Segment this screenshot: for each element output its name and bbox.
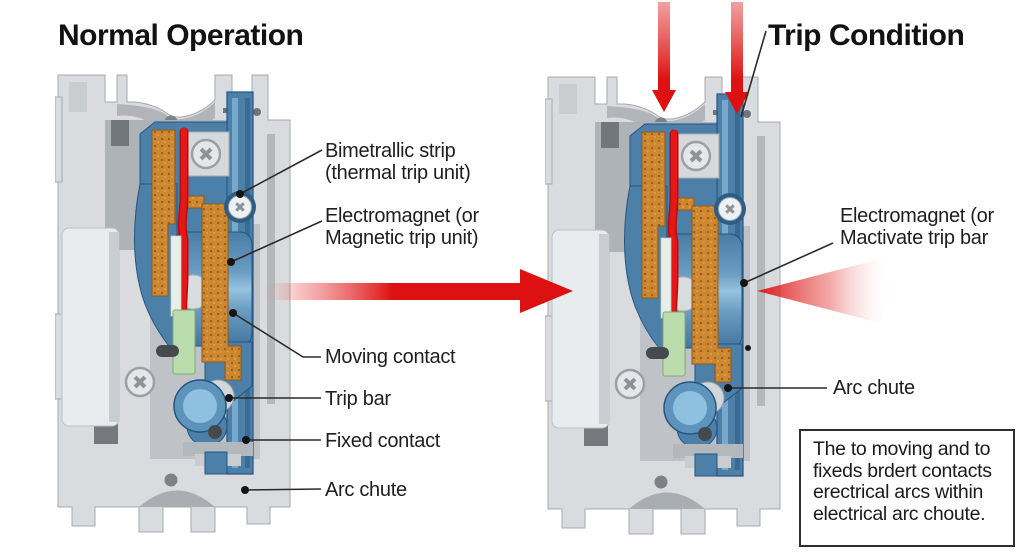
overload-arrow-right <box>725 2 749 114</box>
label-line: Electromagnet (or <box>325 205 479 227</box>
leader-dot-electromagnet <box>227 258 235 266</box>
left-panel-title: Normal Operation <box>58 19 304 52</box>
leader-dot-moving-contact <box>229 309 237 317</box>
label-moving-contact: Moving contact <box>325 346 456 368</box>
leader-electromagnet-right <box>743 242 834 284</box>
label-electromagnet: Electromagnet (or Magnetic trip unit) <box>325 205 479 249</box>
right-panel-title: Trip Condition <box>768 19 965 52</box>
label-fixed-contact: Fixed contact <box>325 430 441 452</box>
leader-dot-fixed-contact <box>242 436 250 444</box>
label-line: Mactivate trip bar <box>840 227 988 249</box>
leader-dot-bimetallic <box>236 190 244 198</box>
leader-dot-arc-chute <box>241 486 249 494</box>
leader-trip-title <box>740 30 767 118</box>
leader-dot-column-right <box>745 345 751 351</box>
caption-line: erectrical arcs within <box>813 481 984 503</box>
transition-arrow <box>265 269 573 313</box>
leader-moving-contact <box>232 312 321 358</box>
leader-bimetallic <box>239 149 323 195</box>
label-electromagnet-right: Electromagnet (or Mactivate trip bar <box>840 205 994 249</box>
label-line: Magnetic trip unit) <box>325 227 479 249</box>
label-arc-chute: Arc chute <box>325 479 407 501</box>
leader-electromagnet <box>230 220 323 263</box>
leader-dot-trip-bar <box>225 394 233 402</box>
arc-flash <box>757 259 887 323</box>
overload-arrow-left <box>652 2 676 112</box>
caption-line: electrical arc choute. <box>813 502 986 525</box>
caption-line: The to moving and to <box>813 438 991 460</box>
label-bimetallic-strip: Bimetrallic strip (thermal trip unit) <box>325 140 471 184</box>
leader-dot-arc-chute-right <box>724 384 732 392</box>
label-line: (thermal trip unit) <box>325 162 471 184</box>
label-arc-chute-right: Arc chute <box>833 377 915 399</box>
leader-arc-chute <box>244 488 322 491</box>
label-line: Electromagnet (or <box>840 205 994 227</box>
caption-line: fixeds brdert contacts <box>813 459 992 482</box>
leader-dot-electromagnet-right <box>740 279 748 287</box>
caption-box: The to moving and to fixeds brdert conta… <box>799 429 1015 547</box>
label-line: Bimetrallic strip <box>325 140 456 162</box>
label-trip-bar: Trip bar <box>325 388 391 410</box>
